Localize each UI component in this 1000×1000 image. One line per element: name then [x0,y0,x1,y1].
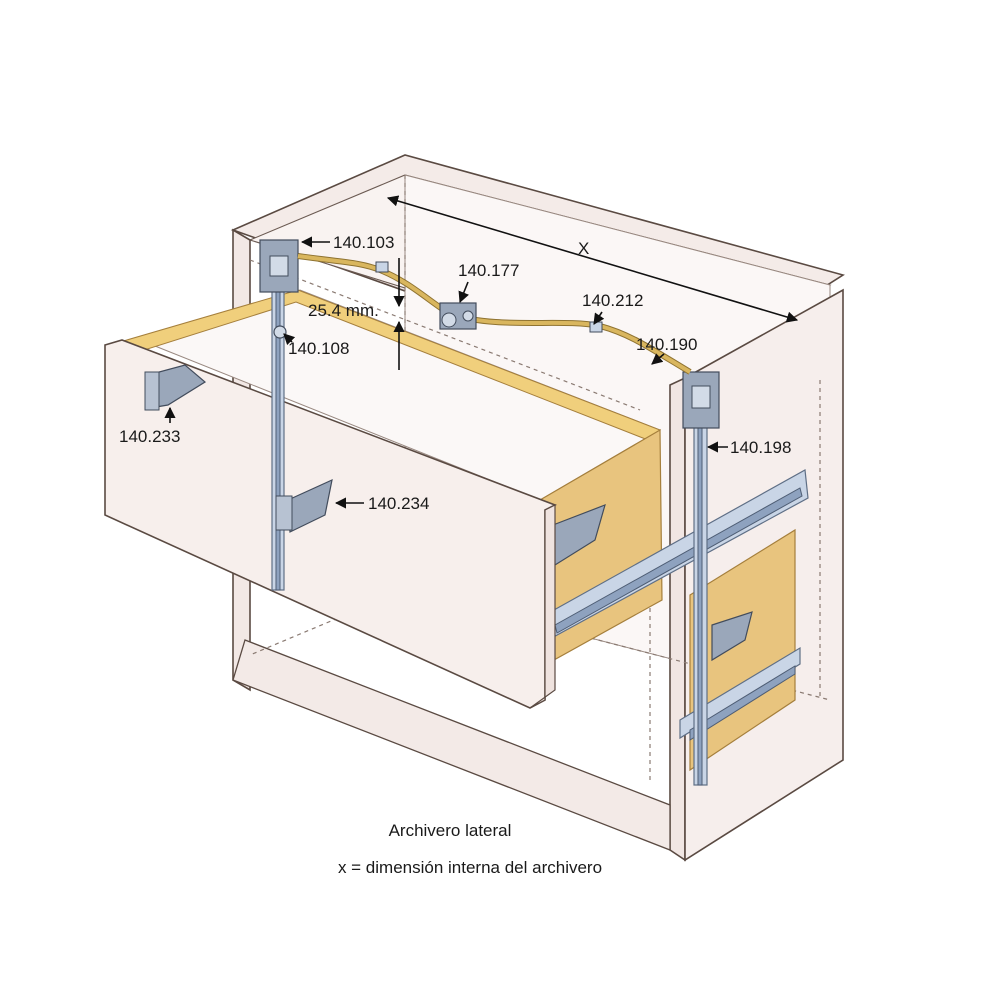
dimension-gap-label: 25.4 mm. [308,301,379,320]
dimension-x-label: X [578,239,589,258]
cabinet-front-post [669,376,686,862]
part-140-103-bracket [259,239,299,293]
right-lock-bar [682,371,720,786]
upper-drawer-front-edge [529,504,556,709]
label-140-212: 140.212 [582,291,643,310]
cable-clip-left [375,261,389,273]
label-140-234: 140.234 [368,494,429,513]
lower-drawer [679,528,801,772]
label-140-108: 140.108 [288,339,349,358]
dimension-x: X [386,195,799,323]
part-140-212-clip [589,321,603,333]
cabinet-base [232,639,671,851]
label-140-198: 140.198 [730,438,791,457]
lower-drawer-bracket [711,611,753,662]
label-140-233: 140.233 [119,427,180,446]
label-140-190: 140.190 [636,335,697,354]
part-140-177-lock-body [439,302,477,330]
hidden-edge-5 [249,259,641,411]
upper-drawer [104,289,809,709]
caption-title: Archivero lateral [389,821,512,840]
callouts: 140.103 140.177 140.212 140.190 140.108 … [119,233,791,513]
dimension-gap: 25.4 mm. [308,258,405,370]
lower-drawer-rail-inner [689,665,796,741]
lower-drawer-rail [679,646,801,740]
label-140-177: 140.177 [458,261,519,280]
caption-note: x = dimensión interna del archivero [338,858,602,877]
caption: Archivero lateral x = dimensión interna … [338,821,602,877]
part-140-198-bracket [682,371,720,429]
left-lock-bar [259,239,333,591]
part-140-108-stud [273,325,287,339]
part-140-233-bracket [144,364,207,411]
label-140-103: 140.103 [333,233,394,252]
upper-drawer-slide-rail-inner [554,487,803,634]
part-140-234-bracket [275,478,333,533]
dimension-x-line [386,195,799,323]
